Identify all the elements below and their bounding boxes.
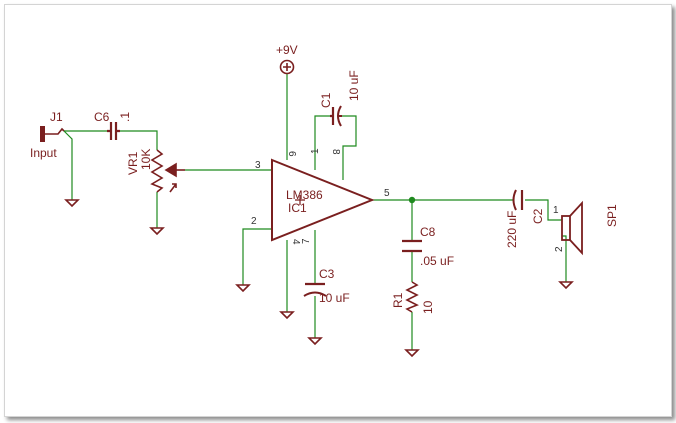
- power-supply-symbol: [279, 59, 295, 75]
- ground-symbol-r1: [404, 349, 420, 358]
- c8-ref: C8: [420, 225, 436, 239]
- vr1-ref: VR1: [126, 151, 140, 175]
- c3-value: 10 uF: [319, 291, 350, 305]
- ground-symbol-pin4: [279, 311, 295, 320]
- r1-value: 10: [421, 300, 435, 314]
- c2-capacitor-symbol: [512, 189, 524, 211]
- ic1-pin-8: 8: [330, 149, 341, 155]
- wire-c1-pin8: [342, 115, 357, 180]
- wires: [63, 74, 567, 350]
- power-label: +9V: [276, 43, 298, 57]
- c2-ref: C2: [531, 208, 545, 224]
- wire-c6-vr1: [120, 130, 158, 150]
- vr1-potentiometer-symbol: [150, 149, 185, 193]
- wire-pin1-c1: [314, 115, 330, 170]
- sp1-pin-2: 2: [554, 246, 565, 252]
- ic1-name: LM386: [286, 188, 323, 202]
- wire-sp1-ground: [562, 235, 567, 282]
- c1-value: 10 uF: [347, 70, 361, 101]
- ic1-pin-4: 4: [290, 239, 301, 245]
- c2-value: 220 uF: [505, 211, 519, 248]
- c6-capacitor-symbol: [107, 122, 120, 140]
- ground-symbol-j1: [64, 199, 80, 208]
- r1-resistor-symbol: [405, 281, 419, 313]
- ic1-opamp-symbol: [271, 158, 375, 242]
- j1-name: Input: [30, 146, 57, 160]
- ic1-pin-7: 7: [301, 238, 312, 244]
- ic1-pin-5: 5: [384, 188, 390, 199]
- ic1-ref: IC1: [288, 201, 307, 215]
- c8-capacitor-symbol: [402, 239, 422, 253]
- c1-capacitor-symbol: [330, 105, 342, 127]
- c1-ref: C1: [319, 92, 333, 108]
- sp1-pin-1: 1: [553, 205, 559, 216]
- sp1-ref: SP1: [605, 204, 619, 227]
- c3-capacitor-symbol: [303, 282, 327, 297]
- ic1-pin-1: 1: [310, 148, 321, 154]
- ground-symbol-sp1: [558, 281, 574, 290]
- wire-pin2-ground: [242, 228, 272, 285]
- ground-symbol-c3: [307, 337, 323, 346]
- c6-value: .1: [118, 112, 132, 122]
- c3-ref: C3: [319, 267, 335, 281]
- ic1-pin-3: 3: [255, 160, 261, 171]
- ground-symbol-pin2: [235, 284, 251, 293]
- r1-ref: R1: [391, 292, 405, 308]
- vr1-value: 10K: [139, 149, 153, 170]
- ic1-pin-6: 6: [286, 151, 297, 157]
- c6-ref: C6: [94, 110, 110, 124]
- schematic-canvas: [4, 4, 672, 417]
- input-jack-symbol: [40, 126, 65, 142]
- ground-symbol-vr1: [149, 227, 165, 236]
- ic1-pin-2: 2: [251, 216, 257, 227]
- sp1-speaker-symbol: [561, 200, 583, 256]
- junction-dot: [408, 196, 416, 204]
- wire-j1-ground: [63, 130, 73, 200]
- wire-c2-sp1: [525, 199, 562, 221]
- c8-value: .05 uF: [420, 254, 454, 268]
- j1-ref: J1: [50, 110, 63, 124]
